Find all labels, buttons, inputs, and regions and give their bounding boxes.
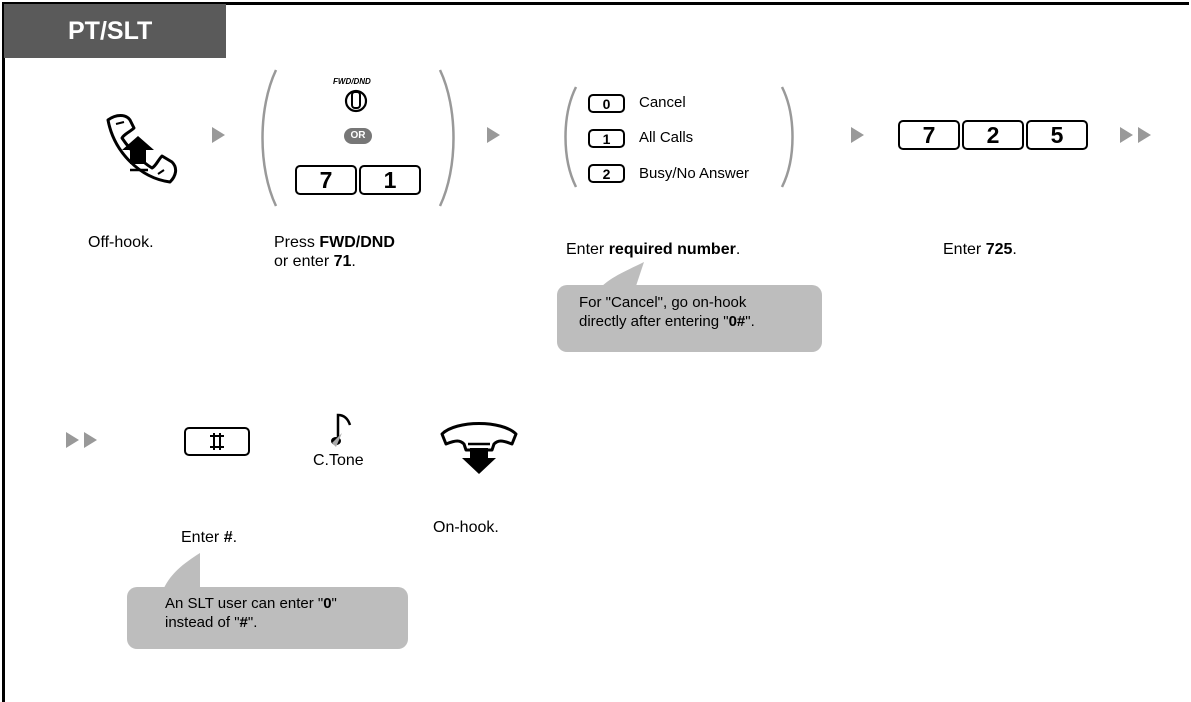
key-1: 1 [359,165,421,195]
or-badge: OR [344,128,372,144]
on-hook-label: On-hook. [433,519,499,536]
key-5: 5 [1026,120,1088,150]
confirmation-tone-icon [331,413,352,447]
hash-label: Enter #. [181,529,238,546]
fwd-label: Press FWD/DND or enter 71. [274,234,395,270]
cancel-note: For "Cancel", go on-hook directly after … [557,285,822,352]
key-2: 2 [962,120,1024,150]
continue-arrow-icon [1120,127,1151,143]
note-pointer-icon [598,262,644,292]
hash-key [184,427,250,456]
key-7: 7 [898,120,960,150]
code-label: Enter 725. [943,241,1017,258]
fwd-dnd-button-label: FWD/DND [333,77,371,86]
options-label: Enter required number. [566,241,741,258]
page-title: PT/SLT [4,4,226,58]
left-paren-icon [261,69,278,207]
option-key-0: 0 [588,94,625,113]
off-hook-icon [106,114,178,184]
option-label-busy-no-answer: Busy/No Answer [639,165,750,182]
left-paren-icon [564,86,578,188]
next-arrow-icon [212,127,225,143]
on-hook-icon [440,422,518,474]
option-key-2: 2 [588,164,625,183]
next-arrow-icon [487,127,500,143]
right-paren-icon [438,69,455,207]
option-label-all-calls: All Calls [639,129,694,146]
off-hook-label: Off-hook. [88,234,154,251]
fwd-dnd-button-icon [344,89,368,113]
slt-note: An SLT user can enter "0" instead of "#"… [127,587,408,649]
key-7: 7 [295,165,357,195]
right-paren-icon [780,86,794,188]
option-key-1: 1 [588,129,625,148]
next-arrow-icon [851,127,864,143]
note-pointer-icon [162,553,200,593]
tone-label: C.Tone [313,452,364,469]
option-label-cancel: Cancel [639,94,686,111]
continue-arrow-icon [66,432,97,448]
hash-symbol-icon [210,433,224,450]
